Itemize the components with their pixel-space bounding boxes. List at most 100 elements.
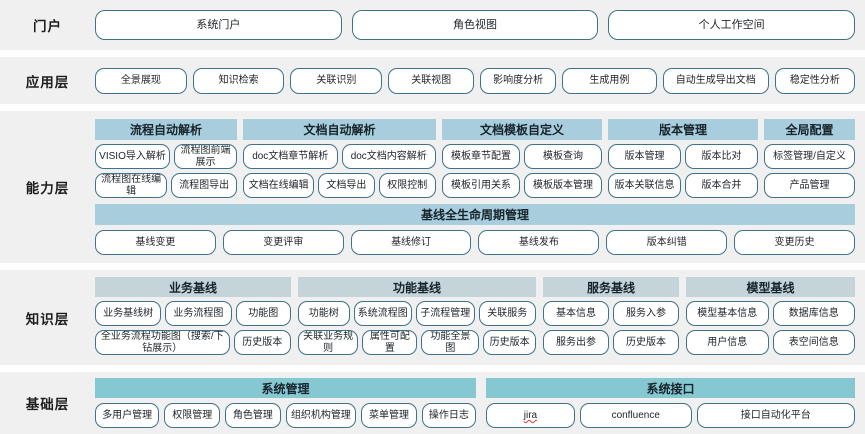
knowledge-item-1-1-3[interactable]: 历史版本 (483, 330, 536, 355)
portal-item-0[interactable]: 系统门户 (95, 10, 342, 40)
lifecycle-item-3[interactable]: 基线发布 (478, 230, 600, 255)
capability-item-3-0-1[interactable]: 版本比对 (685, 144, 758, 169)
lifecycle-title: 基线全生命周期管理 (95, 204, 855, 225)
lifecycle-item-2[interactable]: 基线修订 (350, 230, 472, 255)
capability-group-version-mgmt: 版本管理 版本管理 版本比对 版本关联信息 版本合并 (608, 119, 758, 198)
knowledge-item-1-0-1[interactable]: 系统流程图 (353, 301, 413, 326)
capability-item-0-0-1[interactable]: 流程图前端展示 (174, 144, 237, 169)
knowledge-item-2-1-0[interactable]: 服务出参 (543, 330, 609, 355)
layer-body-knowledge: 业务基线 业务基线树 业务流程图 功能图 全业务流程功能图（搜索/下钻展示） 历… (95, 270, 865, 365)
foundation-item-0-0-5[interactable]: 操作日志 (421, 403, 476, 428)
capability-item-2-0-0[interactable]: 模板章节配置 (442, 144, 520, 169)
lifecycle-item-1[interactable]: 变更评审 (222, 230, 344, 255)
capability-item-1-1-1[interactable]: 文档导出 (318, 173, 375, 198)
knowledge-group-title-0: 业务基线 (95, 277, 291, 297)
application-item-2[interactable]: 关联识别 (290, 67, 383, 94)
foundation-item-0-0-4[interactable]: 菜单管理 (361, 403, 417, 428)
knowledge-item-0-0-2[interactable]: 功能图 (235, 301, 291, 326)
knowledge-item-0-0-0[interactable]: 业务基线树 (95, 301, 162, 326)
application-item-0[interactable]: 全景展现 (95, 67, 187, 94)
capability-lifecycle-block: 基线全生命周期管理 基线变更 变更评审 基线修订 基线发布 版本纠错 变更历史 (95, 204, 855, 255)
capability-group-title-1: 文档自动解析 (243, 119, 436, 140)
foundation-item-0-0-3[interactable]: 组织机构管理 (285, 403, 357, 428)
capability-item-1-1-0[interactable]: 文档在线编辑 (243, 173, 315, 198)
capability-item-1-1-2[interactable]: 权限控制 (378, 173, 436, 198)
foundation-group-title-1: 系统接口 (486, 378, 855, 398)
foundation-item-0-0-1[interactable]: 权限管理 (164, 403, 221, 428)
application-item-1[interactable]: 知识检索 (192, 67, 285, 94)
foundation-group-system-management: 系统管理 多用户管理 权限管理 角色管理 组织机构管理 菜单管理 操作日志 (95, 378, 476, 428)
lifecycle-item-0[interactable]: 基线变更 (95, 230, 216, 255)
knowledge-item-1-1-2[interactable]: 功能全景图 (421, 330, 480, 355)
row-divider-2 (0, 104, 865, 111)
knowledge-item-3-0-1[interactable]: 数据库信息 (772, 301, 855, 326)
capability-item-1-0-1[interactable]: doc文档内容解析 (341, 144, 436, 169)
capability-group-global-config: 全局配置 标签管理/自定义 产品管理 (764, 119, 855, 198)
knowledge-item-3-0-0[interactable]: 模型基本信息 (686, 301, 769, 326)
capability-group-line-3-0: 版本管理 版本比对 (608, 144, 758, 169)
capability-item-0-1-1[interactable]: 流程图导出 (171, 173, 237, 198)
application-item-6[interactable]: 自动生成导出文档 (662, 67, 769, 94)
foundation-group-title-0: 系统管理 (95, 378, 476, 398)
layer-body-portal: 系统门户 角色视图 个人工作空间 (95, 10, 865, 40)
portal-item-1[interactable]: 角色视图 (351, 10, 599, 40)
capability-item-0-1-0[interactable]: 流程图在线编辑 (95, 173, 168, 198)
knowledge-item-1-1-1[interactable]: 属性可配置 (362, 330, 418, 355)
application-item-4[interactable]: 影响度分析 (480, 67, 557, 94)
knowledge-line-1-0: 功能树 系统流程图 子流程管理 关联服务 (298, 301, 536, 326)
knowledge-item-2-0-0[interactable]: 基本信息 (543, 301, 609, 326)
knowledge-item-0-1-1[interactable]: 历史版本 (233, 330, 291, 355)
capability-group-line-4-1: 产品管理 (764, 173, 855, 198)
knowledge-group-service-baseline: 服务基线 基本信息 服务入参 服务出参 历史版本 (543, 277, 679, 355)
foundation-item-1-0-0[interactable]: jira (486, 403, 575, 428)
capability-item-2-1-1[interactable]: 模板版本管理 (524, 173, 602, 198)
application-item-7[interactable]: 稳定性分析 (774, 67, 856, 94)
knowledge-line-3-1: 用户信息 表空间信息 (686, 330, 855, 355)
knowledge-item-0-1-0[interactable]: 全业务流程功能图（搜索/下钻展示） (95, 330, 230, 355)
foundation-item-1-0-2[interactable]: 接口自动化平台 (696, 403, 855, 428)
capability-item-3-0-0[interactable]: 版本管理 (608, 144, 681, 169)
lifecycle-item-4[interactable]: 版本纠错 (606, 230, 728, 255)
capability-item-3-1-0[interactable]: 版本关联信息 (608, 173, 681, 198)
knowledge-group-title-1: 功能基线 (298, 277, 536, 297)
knowledge-item-1-0-0[interactable]: 功能树 (298, 301, 350, 326)
capability-item-1-0-0[interactable]: doc文档章节解析 (243, 144, 338, 169)
lifecycle-item-5[interactable]: 变更历史 (734, 230, 855, 255)
knowledge-line-0-0: 业务基线树 业务流程图 功能图 (95, 301, 291, 326)
capability-group-rows-2: 模板章节配置 模板查询 模板引用关系 模板版本管理 (442, 144, 602, 198)
knowledge-item-2-1-1[interactable]: 历史版本 (613, 330, 679, 355)
application-item-strip: 全景展现 知识检索 关联识别 关联视图 影响度分析 生成用例 自动生成导出文档 … (95, 67, 856, 94)
portal-item-2[interactable]: 个人工作空间 (608, 10, 856, 40)
knowledge-line-2-0: 基本信息 服务入参 (543, 301, 679, 326)
foundation-item-0-0-2[interactable]: 角色管理 (225, 403, 281, 428)
capability-item-2-0-1[interactable]: 模板查询 (524, 144, 602, 169)
capability-item-2-1-0[interactable]: 模板引用关系 (442, 173, 520, 198)
capability-group-line-0-0: VISIO导入解析 流程图前端展示 (95, 144, 237, 169)
knowledge-line-2-1: 服务出参 历史版本 (543, 330, 679, 355)
layer-row-capability: 能力层 流程自动解析 VISIO导入解析 流程图前端展示 流程图在线编辑 流程图… (0, 111, 865, 263)
capability-group-title-0: 流程自动解析 (95, 119, 237, 140)
foundation-item-0-0-0[interactable]: 多用户管理 (95, 403, 160, 428)
capability-group-rows-1: doc文档章节解析 doc文档内容解析 文档在线编辑 文档导出 权限控制 (243, 144, 436, 198)
application-item-3[interactable]: 关联视图 (388, 67, 475, 94)
layer-label-portal: 门户 (33, 19, 62, 34)
knowledge-item-0-0-1[interactable]: 业务流程图 (165, 301, 232, 326)
capability-item-4-1-0[interactable]: 产品管理 (764, 173, 855, 198)
capability-item-3-1-1[interactable]: 版本合并 (685, 173, 758, 198)
knowledge-item-1-0-3[interactable]: 关联服务 (478, 301, 536, 326)
knowledge-item-2-0-1[interactable]: 服务入参 (613, 301, 679, 326)
knowledge-item-3-1-0[interactable]: 用户信息 (686, 330, 769, 355)
knowledge-item-1-1-0[interactable]: 关联业务规则 (298, 330, 359, 355)
capability-item-4-0-0[interactable]: 标签管理/自定义 (764, 144, 855, 169)
capability-item-0-0-0[interactable]: VISIO导入解析 (95, 144, 171, 169)
knowledge-group-business-baseline: 业务基线 业务基线树 业务流程图 功能图 全业务流程功能图（搜索/下钻展示） 历… (95, 277, 291, 355)
foundation-line-1-0: jira confluence 接口自动化平台 (486, 403, 855, 428)
application-item-5[interactable]: 生成用例 (562, 67, 657, 94)
knowledge-item-3-1-1[interactable]: 表空间信息 (772, 330, 855, 355)
capability-group-doc-template: 文档模板自定义 模板章节配置 模板查询 模板引用关系 模板版本管理 (442, 119, 602, 198)
knowledge-group-function-baseline: 功能基线 功能树 系统流程图 子流程管理 关联服务 关联业务规则 属性可配置 功… (298, 277, 536, 355)
portal-item-strip: 系统门户 角色视图 个人工作空间 (95, 10, 856, 40)
knowledge-item-1-0-2[interactable]: 子流程管理 (416, 301, 475, 326)
foundation-item-1-0-1[interactable]: confluence (579, 403, 692, 428)
